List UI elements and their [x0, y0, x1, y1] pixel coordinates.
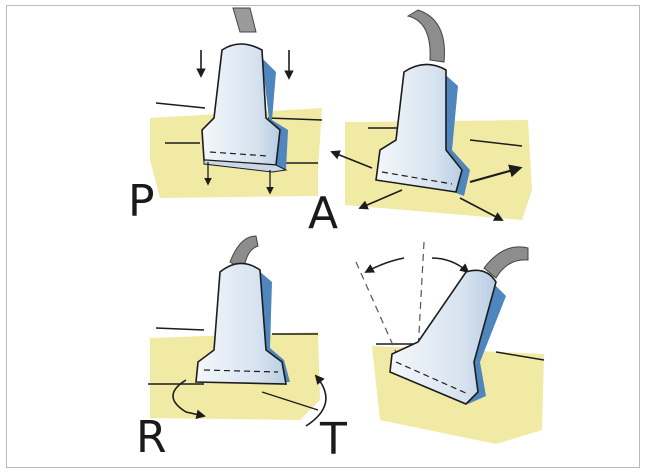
panel-pressure	[150, 8, 322, 198]
label-p: P	[128, 180, 155, 224]
panel-tilt	[356, 242, 544, 444]
label-a: A	[308, 192, 338, 236]
label-r: R	[136, 416, 167, 460]
probe	[196, 263, 290, 384]
probe-cable	[408, 10, 444, 62]
probe	[202, 44, 288, 172]
probe-cable	[484, 247, 528, 278]
tilt-arrow-right	[432, 258, 468, 272]
panel-alignment	[332, 10, 532, 220]
panel-rotation	[148, 236, 326, 426]
tilt-arrow-left	[366, 258, 404, 272]
probe-cable	[233, 8, 256, 32]
label-t: T	[320, 418, 347, 462]
